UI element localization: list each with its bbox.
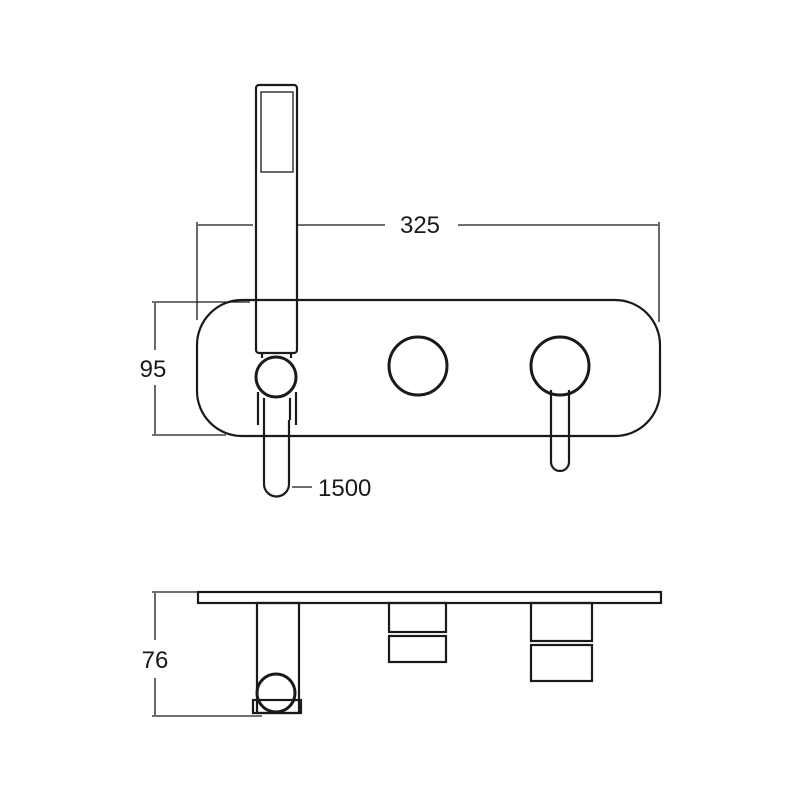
- depth-dimension-label: 76: [142, 647, 169, 674]
- hose-length-dimension: 1500: [292, 475, 371, 502]
- height-dimension: 95: [140, 301, 250, 436]
- mixer-body-top: [529, 601, 594, 683]
- front-view: 325 95 1500: [140, 83, 662, 502]
- height-dimension-label: 95: [140, 356, 167, 383]
- width-dimension: 325: [196, 212, 660, 322]
- width-dimension-label: 325: [400, 212, 440, 239]
- diverter-body-top: [387, 601, 448, 664]
- hand-shower-icon: [254, 83, 299, 358]
- top-view: 76: [142, 590, 663, 717]
- depth-dimension: 76: [142, 591, 262, 717]
- hose: [262, 420, 291, 498]
- hand-shower-top: [251, 601, 303, 715]
- mixer-lever-icon: [529, 335, 591, 473]
- diverter-knob-icon: [387, 335, 449, 397]
- hose-outlet: [256, 392, 298, 498]
- hose-length-label: 1500: [318, 475, 371, 502]
- plate-edge: [196, 590, 663, 605]
- shower-holder-icon: [254, 355, 298, 399]
- wall-plate: [195, 298, 662, 438]
